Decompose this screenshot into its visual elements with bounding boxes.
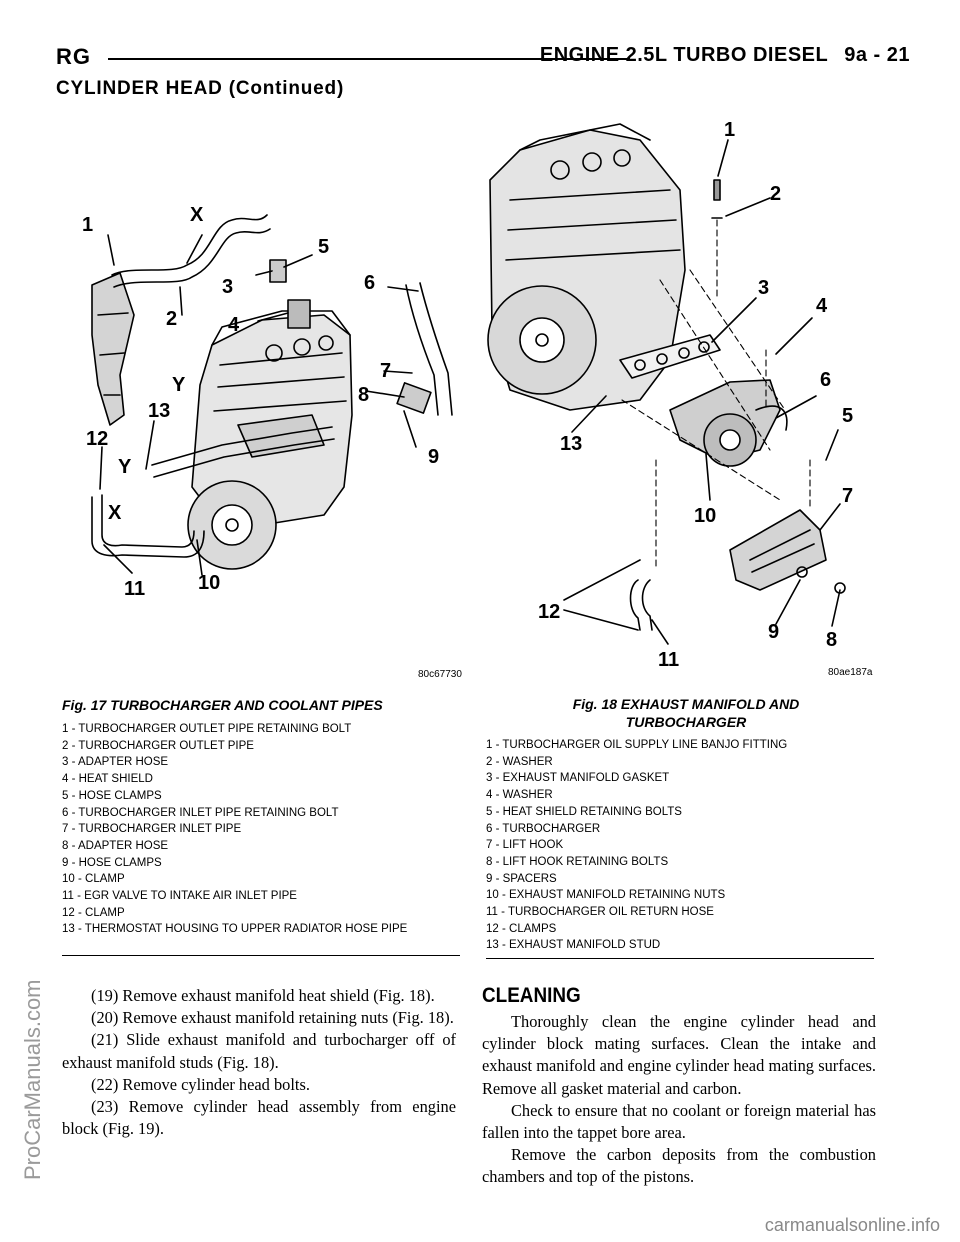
svg-text:2: 2	[770, 183, 781, 205]
svg-text:3: 3	[758, 277, 769, 299]
header-title: ENGINE 2.5L TURBO DIESEL	[539, 44, 829, 66]
legend-item: 11 - TURBOCHARGER OIL RETURN HOSE	[486, 906, 714, 919]
svg-text:4: 4	[228, 314, 240, 336]
step-19: (19) Remove exhaust manifold heat shield…	[91, 986, 435, 1005]
legend-item: 9 - HOSE CLAMPS	[62, 856, 162, 869]
fig17-legend: 1 - TURBOCHARGER OUTLET PIPE RETAINING B…	[62, 721, 462, 935]
legend-item: 12 - CLAMP	[62, 906, 125, 919]
svg-text:6: 6	[820, 369, 831, 391]
legend-item: 9 - SPACERS	[486, 872, 557, 885]
fig18-caption-line2: TURBOCHARGER	[625, 714, 747, 730]
svg-text:3: 3	[222, 276, 233, 298]
cleaning-paragraph: Thoroughly clean the engine cylinder hea…	[482, 1012, 876, 1098]
fig18-caption-line1: Fig. 18 EXHAUST MANIFOLD AND	[572, 696, 800, 712]
svg-text:8: 8	[358, 384, 369, 406]
svg-text:12: 12	[86, 428, 108, 450]
legend-item: 13 - THERMOSTAT HOUSING TO UPPER RADIATO…	[62, 923, 408, 936]
fig17-code: 80c67730	[418, 669, 462, 680]
svg-text:5: 5	[842, 405, 853, 427]
svg-text:9: 9	[768, 621, 779, 643]
svg-text:9: 9	[428, 446, 439, 468]
cleaning-paragraph: Check to ensure that no coolant or forei…	[482, 1100, 876, 1143]
fig18-legend: 1 - TURBOCHARGER OIL SUPPLY LINE BANJO F…	[486, 737, 886, 954]
svg-text:Y: Y	[172, 374, 186, 396]
svg-text:13: 13	[148, 400, 170, 422]
svg-text:Y: Y	[118, 456, 132, 478]
cleaning-paragraph: Remove the carbon deposits from the comb…	[482, 1145, 876, 1187]
svg-text:8: 8	[826, 629, 837, 651]
legend-item: 7 - LIFT HOOK	[486, 839, 564, 852]
svg-text:2: 2	[166, 308, 177, 330]
side-watermark: ProCarManuals.com	[20, 979, 45, 1180]
legend-item: 11 - EGR VALVE TO INTAKE AIR INLET PIPE	[62, 890, 297, 903]
legend-item: 4 - WASHER	[486, 789, 553, 802]
svg-text:5: 5	[318, 236, 329, 258]
step-21: (21) Slide exhaust manifold and turbocha…	[62, 1030, 456, 1072]
legend-item: 7 - TURBOCHARGER INLET PIPE	[62, 823, 242, 836]
svg-text:13: 13	[560, 433, 582, 455]
header-right: ENGINE 2.5L TURBO DIESEL 9a - 21	[540, 44, 910, 67]
legend-item: 5 - HOSE CLAMPS	[62, 789, 162, 802]
legend-item: 12 - CLAMPS	[486, 922, 557, 935]
legend-item: 10 - CLAMP	[62, 873, 125, 886]
legend-item: 10 - EXHAUST MANIFOLD RETAINING NUTS	[486, 889, 726, 902]
fig18-illustration: 1 2 3 4 5 6 7 8 9 10 11 12 13	[480, 110, 876, 670]
svg-text:X: X	[108, 502, 122, 524]
legend-item: 5 - HEAT SHIELD RETAINING BOLTS	[486, 805, 682, 818]
legend-item: 3 - ADAPTER HOSE	[62, 756, 169, 769]
footer-watermark: carmanualsonline.info	[764, 1215, 940, 1235]
procedure-steps: (19) Remove exhaust manifold heat shield…	[62, 985, 456, 1140]
page-number: 9a - 21	[844, 44, 910, 66]
step-23: (23) Remove cylinder head assembly from …	[62, 1097, 456, 1139]
header-rule	[108, 58, 630, 60]
svg-text:10: 10	[198, 572, 220, 594]
legend-item: 6 - TURBOCHARGER INLET PIPE RETAINING BO…	[62, 806, 339, 819]
fig18-code: 80ae187a	[828, 667, 873, 678]
svg-text:11: 11	[658, 649, 679, 670]
cleaning-section: CLEANING Thoroughly clean the engine cyl…	[482, 984, 876, 1189]
cleaning-heading: CLEANING	[482, 984, 581, 1007]
svg-text:1: 1	[724, 119, 735, 141]
legend-item: 1 - TURBOCHARGER OIL SUPPLY LINE BANJO F…	[486, 739, 788, 751]
svg-text:7: 7	[380, 360, 391, 382]
legend-item: 3 - EXHAUST MANIFOLD GASKET	[486, 772, 670, 785]
legend-item: 2 - TURBOCHARGER OUTLET PIPE	[62, 739, 254, 752]
svg-text:7: 7	[842, 485, 853, 507]
fig17-caption: Fig. 17 TURBOCHARGER AND COOLANT PIPES	[62, 697, 383, 713]
legend-item: 8 - ADAPTER HOSE	[62, 839, 169, 852]
step-22: (22) Remove cylinder head bolts.	[91, 1074, 310, 1094]
svg-text:10: 10	[694, 505, 716, 527]
header-manual-code: RG	[56, 44, 91, 69]
legend-item: 4 - HEAT SHIELD	[62, 773, 153, 786]
fig18-caption: Fig. 18 EXHAUST MANIFOLD AND TURBOCHARGE…	[486, 695, 886, 731]
fig17-rule	[62, 955, 460, 956]
legend-item: 8 - LIFT HOOK RETAINING BOLTS	[486, 855, 669, 868]
fig18-rule	[486, 958, 874, 959]
svg-text:12: 12	[538, 601, 560, 623]
svg-text:11: 11	[124, 578, 145, 600]
fig17-illustration: 1 2 3 4 5 6 7 8 9 10 11 12 13 X X Y Y	[62, 115, 478, 685]
svg-text:X: X	[190, 204, 204, 226]
legend-item: 1 - TURBOCHARGER OUTLET PIPE RETAINING B…	[62, 723, 352, 735]
svg-text:1: 1	[82, 214, 93, 236]
legend-item: 2 - WASHER	[486, 755, 553, 768]
legend-item: 13 - EXHAUST MANIFOLD STUD	[486, 939, 661, 952]
svg-text:6: 6	[364, 272, 375, 294]
svg-text:4: 4	[816, 295, 828, 317]
step-20: (20) Remove exhaust manifold retaining n…	[91, 1008, 454, 1028]
section-title: CYLINDER HEAD (Continued)	[56, 78, 345, 99]
legend-item: 6 - TURBOCHARGER	[486, 822, 601, 835]
